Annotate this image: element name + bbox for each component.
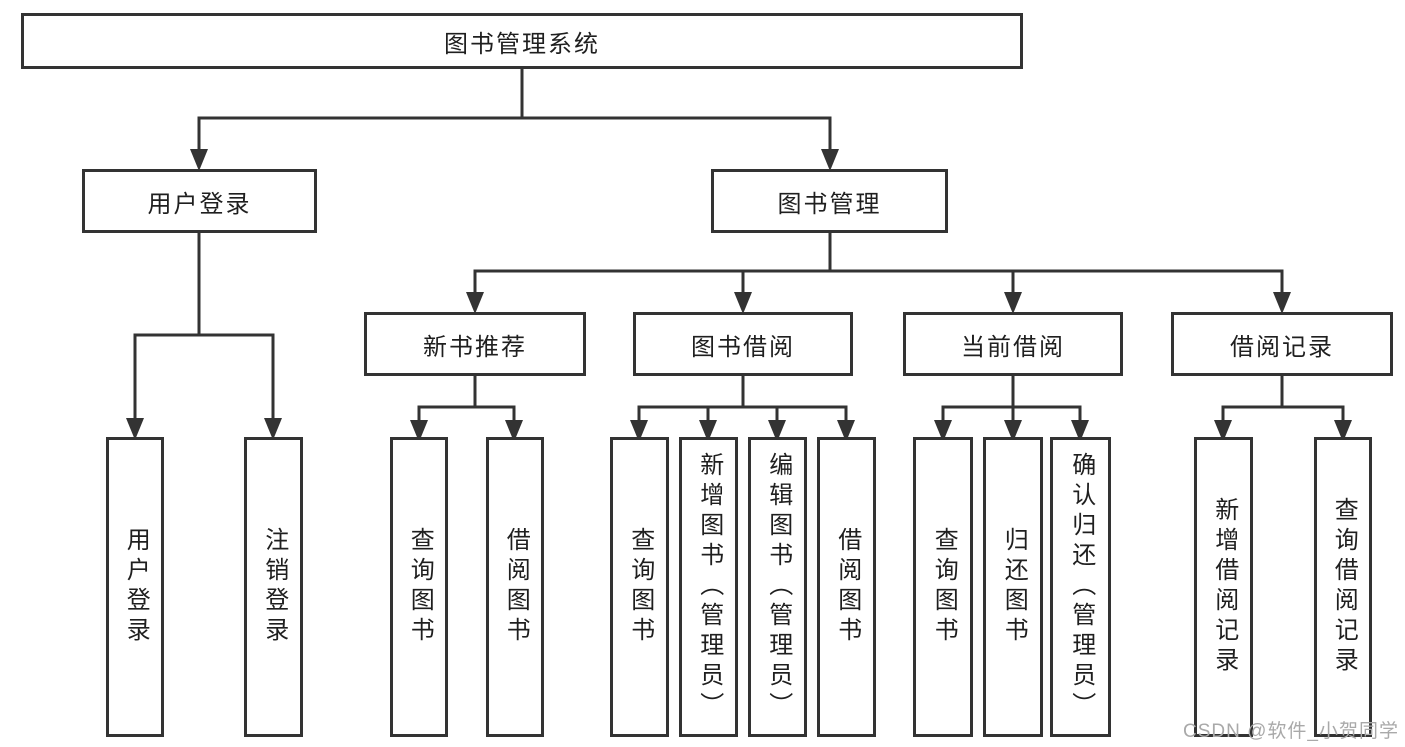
leaf-return-books: 归还图书	[983, 437, 1043, 737]
node-book-borrow: 图书借阅	[633, 312, 853, 376]
leaf-confirm-return-admin: 确认归还（管理员）	[1050, 437, 1111, 737]
csdn-watermark: CSDN @软件_小贺同学	[1183, 721, 1399, 742]
leaf-user-login: 用户登录	[106, 437, 164, 737]
node-book-management: 图书管理	[711, 169, 948, 233]
leaf-add-borrow-record: 新增借阅记录	[1194, 437, 1253, 737]
leaf-query-borrow-record: 查询借阅记录	[1314, 437, 1372, 737]
leaf-query-books-current: 查询图书	[913, 437, 973, 737]
node-new-book-recommend: 新书推荐	[364, 312, 586, 376]
leaf-logout-login: 注销登录	[244, 437, 303, 737]
node-current-borrow: 当前借阅	[903, 312, 1123, 376]
leaf-query-books-recommend: 查询图书	[390, 437, 448, 737]
node-borrow-records: 借阅记录	[1171, 312, 1393, 376]
node-user-login: 用户登录	[82, 169, 317, 233]
leaf-edit-books-admin: 编辑图书（管理员）	[748, 437, 807, 737]
node-root: 图书管理系统	[21, 13, 1023, 69]
leaf-borrow-books-recommend: 借阅图书	[486, 437, 544, 737]
leaf-add-books-admin: 新增图书（管理员）	[679, 437, 738, 737]
leaf-query-books-borrow: 查询图书	[610, 437, 669, 737]
leaf-borrow-books: 借阅图书	[817, 437, 876, 737]
